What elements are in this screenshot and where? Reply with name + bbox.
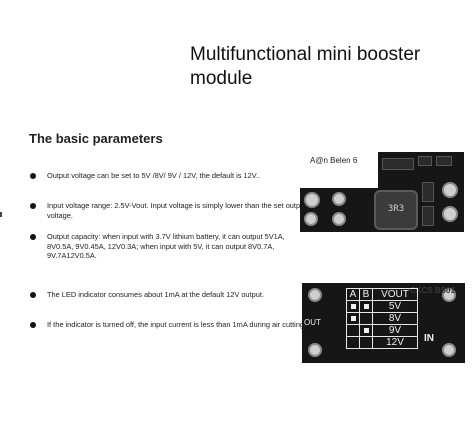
bullet-text: Output capacity: when input with 3.7V li…: [47, 232, 285, 261]
title-line-1: Multifunctional mini booster: [190, 44, 421, 65]
voltage-cell: 9V: [372, 324, 418, 337]
jumper-cell: [359, 324, 373, 337]
voltage-cell: 8V: [372, 312, 418, 325]
bullet-text: Input voltage range: 2.5V-Vout. Input vo…: [47, 201, 307, 220]
jumper-cell: [346, 324, 360, 337]
chip-icon: [436, 156, 452, 166]
section-heading: The basic parameters: [29, 131, 163, 146]
bullet-text: The LED indicator consumes about 1mA at …: [47, 290, 264, 299]
bullet-text: Output voltage can be set to 5V /8V/ 9V …: [47, 171, 261, 180]
side-code-label: CKCS BS01: [410, 286, 455, 295]
jumper-cell: [359, 312, 373, 325]
jumper-cell: [359, 336, 373, 349]
jumper-cell: [346, 300, 360, 313]
solder-pad-icon: [442, 182, 458, 198]
table-row: A B VOUT: [346, 288, 418, 301]
board-bottom-image: OUT IN CKCS BS01 A B VOUT 5V 8V 9V 12V: [302, 283, 465, 363]
bullet-dot-icon: [30, 203, 36, 209]
solder-pad-icon: [308, 343, 322, 357]
jumper-square-icon: [363, 304, 369, 309]
voltage-cell: 5V: [372, 300, 418, 313]
chip-icon: [418, 156, 432, 166]
solder-pad-icon: [332, 192, 346, 206]
inductor-icon: 3R3: [374, 190, 418, 230]
jumper-square-icon: [363, 328, 369, 333]
solder-pad-icon: [442, 206, 458, 222]
table-header-cell: A: [346, 288, 360, 301]
out-label: OUT: [304, 318, 321, 327]
bullet-dot-icon: [30, 234, 36, 240]
jumper-cell: [359, 300, 373, 313]
inductor-label: 3R3: [387, 204, 405, 214]
page-title: Multifunctional mini booster module: [190, 43, 420, 91]
voltage-select-table: A B VOUT 5V 8V 9V 12V: [346, 288, 418, 349]
board-tag-label: A@n Belen 6: [300, 152, 378, 188]
table-row: 9V: [346, 324, 418, 337]
solder-pad-icon: [442, 343, 456, 357]
solder-pad-icon: [332, 212, 346, 226]
chip-icon: [382, 158, 414, 170]
bullet-dot-icon: [30, 173, 36, 179]
jumper-cell: [346, 312, 360, 325]
table-header-cell: B: [359, 288, 373, 301]
in-label: IN: [424, 333, 434, 344]
table-row: 5V: [346, 300, 418, 313]
solder-pad-icon: [304, 212, 318, 226]
solder-pad-icon: [304, 192, 320, 208]
chip-icon: [422, 206, 434, 226]
chip-icon: [422, 182, 434, 202]
bullet-dot-icon: [30, 292, 36, 298]
table-row: 12V: [346, 336, 418, 349]
bullet-dot-icon: [30, 322, 36, 328]
title-line-2: module: [190, 68, 253, 89]
bullet-text: If the indicator is turned off, the inpu…: [47, 320, 307, 329]
table-header-cell: VOUT: [372, 288, 418, 301]
table-row: 8V: [346, 312, 418, 325]
board-top-image: A@n Belen 6 3R3: [300, 152, 464, 232]
jumper-square-icon: [350, 316, 356, 321]
solder-pad-icon: [442, 288, 456, 302]
jumper-cell: [346, 336, 360, 349]
jumper-square-icon: [350, 304, 356, 309]
edge-mark: [0, 212, 2, 217]
voltage-cell: 12V: [372, 336, 418, 349]
solder-pad-icon: [308, 288, 322, 302]
